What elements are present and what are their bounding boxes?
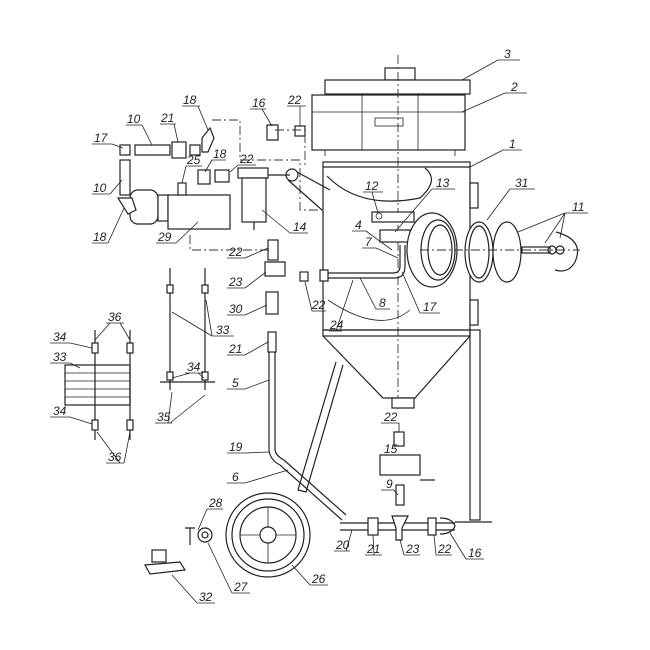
valve-part-16 [266,124,306,141]
clamp-part-11 [521,231,579,272]
callout-22: 22 [383,410,398,424]
leader-lines [50,59,588,604]
control-hoses [160,268,215,390]
callout-16: 16 [468,546,482,560]
callout-28: 28 [208,496,223,510]
callout-11: 11 [572,200,584,214]
callout-21: 21 [160,111,174,125]
air-pipe-part-5 [264,239,347,521]
callout-labels: 3 2 1 31 11 13 12 4 7 17 8 24 22 18 16 2… [53,47,584,604]
pipe-part-8 [299,245,406,282]
callout-18: 18 [213,147,227,161]
hopper [322,329,471,409]
callout-9: 9 [386,477,393,491]
hose-assembly-part-33 [64,330,134,440]
callout-10: 10 [93,181,107,195]
callout-18: 18 [183,93,197,107]
callout-8: 8 [379,296,386,310]
callout-22: 22 [228,245,243,259]
pin-part-28 [185,527,195,545]
callout-21: 21 [366,542,380,556]
callout-6: 6 [232,470,239,484]
compressor-part-29 [129,182,231,230]
pedal-part-32 [144,549,187,575]
callout-23: 23 [405,542,420,556]
callout-35: 35 [157,410,171,424]
leg-right [455,329,492,523]
callout-19: 19 [229,440,243,454]
callout-20: 20 [335,538,350,552]
callout-22: 22 [239,152,254,166]
callout-16: 16 [252,96,266,110]
callout-22: 22 [311,298,326,312]
oil-separator-part-14 [237,167,269,230]
callout-34: 34 [187,360,201,374]
callout-22: 22 [287,93,302,107]
air-line-top [116,126,230,215]
callout-24: 24 [329,318,344,332]
callout-36: 36 [108,450,122,464]
callout-25: 25 [186,153,201,167]
leg-left [297,361,344,493]
callout-17: 17 [423,300,438,314]
callout-31: 31 [515,176,528,190]
callout-22: 22 [437,542,452,556]
wheel-part-26 [225,492,311,578]
callout-27: 27 [233,580,249,594]
callout-17: 17 [94,131,109,145]
callout-26: 26 [311,572,326,586]
callout-13: 13 [436,176,450,190]
callout-10: 10 [127,112,141,126]
callout-34: 34 [53,404,67,418]
callout-2: 2 [510,80,518,94]
glass-ring [492,221,522,283]
blast-hose-line [340,515,456,541]
callout-15: 15 [384,442,398,456]
callout-34: 34 [53,330,67,344]
callout-5: 5 [232,376,239,390]
filter-box-part-2 [311,94,466,156]
callout-30: 30 [229,302,243,316]
callout-33: 33 [216,323,230,337]
callout-21: 21 [228,342,242,356]
callout-1: 1 [509,137,516,151]
callout-7: 7 [365,235,373,249]
callout-12: 12 [365,179,379,193]
callout-29: 29 [157,230,172,244]
callout-18: 18 [93,230,107,244]
callout-36: 36 [108,310,122,324]
callout-23: 23 [228,275,243,289]
callout-14: 14 [293,220,307,234]
callout-32: 32 [199,590,213,604]
washer-part-27 [197,527,213,543]
lid-part-3 [324,67,471,95]
callout-3: 3 [504,47,511,61]
callout-33: 33 [53,350,67,364]
callout-4: 4 [355,218,362,232]
